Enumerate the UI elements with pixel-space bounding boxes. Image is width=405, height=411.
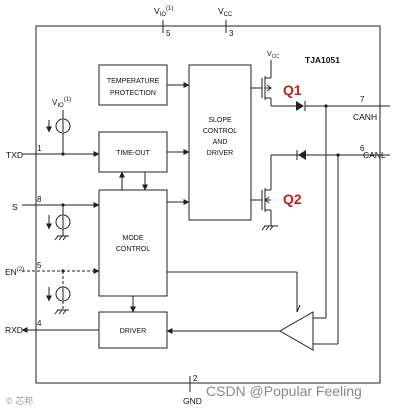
pin-vio-label: VIO(1) — [154, 6, 173, 18]
diode-canl — [296, 150, 306, 160]
mode-label-1: MODE — [123, 235, 144, 242]
pin-canh-number: 7 — [360, 95, 365, 104]
part-label: TJA1051 — [305, 55, 340, 65]
watermark-corner: © 芯邦 — [6, 395, 33, 406]
pin-en-number: 5 — [37, 261, 42, 270]
mode-control-block: MODE CONTROL — [98, 189, 168, 297]
pin-vcc: VCC 3 — [218, 6, 234, 38]
vio-source-label: VIO(1) — [52, 97, 71, 109]
pin-en-label: EN(2) — [5, 267, 24, 277]
pin-en: EN(2) 5 — [5, 261, 100, 315]
pin-gnd: 2 GND — [183, 374, 202, 406]
pin-gnd-label: GND — [183, 396, 202, 406]
pin-txd-label: TXD — [6, 150, 23, 160]
watermark-text: CSDN @Popular Feeling — [206, 383, 362, 399]
pin-gnd-number: 2 — [193, 374, 198, 383]
temperature-protection-block: TEMPERATURE PROTECTION — [98, 64, 168, 106]
temperature-label-2: PROTECTION — [110, 90, 156, 97]
pin-canh: 7 CANH — [353, 95, 390, 122]
pin-canh-label: CANH — [353, 112, 377, 122]
timeout-block: TIME-OUT — [98, 131, 168, 173]
diode-canh — [296, 101, 306, 111]
pin-vio: VIO(1) 5 — [154, 6, 173, 38]
pin-vcc-label: VCC — [218, 6, 233, 18]
pin-s: S 8 — [12, 195, 100, 241]
pin-vcc-number: 3 — [229, 29, 234, 38]
slope-label-1: SLOPE — [208, 117, 232, 124]
vcc-top-label: VCC — [267, 51, 279, 60]
pin-rxd-label: RXD — [5, 325, 23, 335]
mode-label-2: CONTROL — [116, 246, 150, 253]
temperature-label-1: TEMPERATURE — [107, 78, 160, 85]
pin-s-number: 8 — [37, 195, 42, 204]
pin-s-label: S — [12, 202, 18, 212]
q2-label: Q2 — [283, 191, 302, 207]
slope-label-2: CONTROL — [203, 128, 237, 135]
timeout-label: TIME-OUT — [116, 150, 151, 157]
slope-label-4: DRIVER — [207, 150, 233, 157]
pin-canl-number: 6 — [360, 144, 365, 153]
pin-txd-number: 1 — [37, 144, 42, 153]
pin-canl: 6 CANL — [360, 144, 390, 160]
pin-vio-number: 5 — [166, 29, 171, 38]
transistor-q2 — [251, 188, 278, 231]
driver-label: DRIVER — [120, 328, 146, 335]
pin-rxd: RXD 4 — [5, 319, 99, 335]
slope-label-3: AND — [213, 139, 228, 146]
vio-current-source: VIO(1) — [46, 97, 71, 156]
pin-txd: TXD 1 — [6, 144, 100, 160]
slope-control-block: SLOPE CONTROL AND DRIVER — [188, 64, 252, 221]
driver-block: DRIVER — [98, 311, 168, 349]
receiver-comparator — [166, 106, 339, 351]
pin-rxd-number: 4 — [37, 319, 42, 328]
transistor-q1 — [251, 76, 272, 106]
q1-label: Q1 — [283, 82, 302, 98]
